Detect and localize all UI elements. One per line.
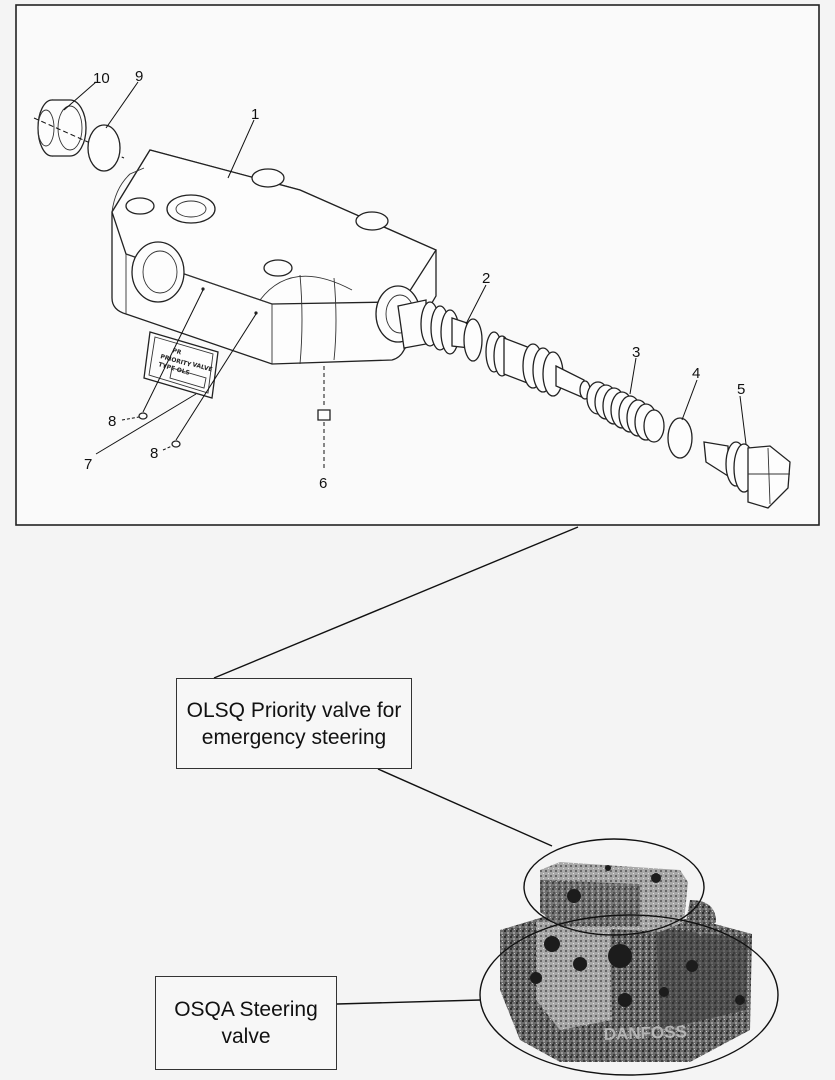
spring-part-3: [586, 381, 665, 443]
part-label-3: 3: [632, 344, 640, 361]
priority-valve-callout-line-2: emergency steering: [201, 725, 387, 749]
part-label-5: 5: [737, 381, 745, 398]
spool-part-2: [397, 299, 591, 400]
part-label-9: 9: [135, 68, 143, 85]
part-label-1: 1: [251, 106, 259, 123]
steering-valve-callout-line-2: valve: [221, 1025, 271, 1048]
part-label-8b: 8: [150, 445, 158, 462]
small-plug-part-6: [317, 366, 331, 468]
o-ring-part-4: [667, 417, 693, 459]
leader-lines: [63, 81, 747, 455]
priority-valve-callout-line-1: OLSQ Priority valve for: [186, 698, 402, 722]
part-label-6: 6: [319, 475, 327, 492]
part-label-4: 4: [692, 365, 700, 382]
part-label-8a: 8: [108, 413, 116, 430]
screws-part-8: [121, 412, 181, 451]
nameplate-line-1: PR: [171, 347, 182, 356]
cap-part-5: [703, 441, 791, 509]
o-ring-part-9: [87, 124, 121, 172]
photo-brand-marking: DANFOSS: [603, 1022, 687, 1044]
part-label-7: 7: [84, 456, 92, 473]
part-label-10: 10: [93, 70, 110, 87]
part-label-2: 2: [482, 270, 490, 287]
callout-connectors: [213, 526, 579, 1005]
steering-valve-callout: OSQA Steering valve: [155, 976, 337, 1070]
part-number-labels: 10 9 1 2 3 4 5 6 7 8 8: [84, 68, 745, 492]
steering-unit-photo: DANFOSS: [479, 838, 779, 1076]
steering-valve-callout-line-1: OSQA Steering: [174, 998, 318, 1021]
priority-valve-callout: OLSQ Priority valve for emergency steeri…: [176, 678, 412, 769]
plug-part-10: [37, 99, 87, 157]
